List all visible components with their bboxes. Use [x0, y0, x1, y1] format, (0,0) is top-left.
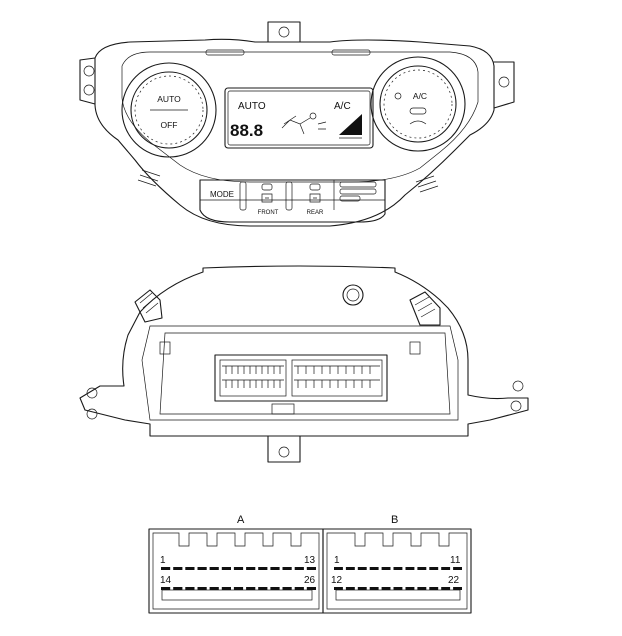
- connector-b-pin-12: 12: [331, 575, 343, 586]
- left-knob-off-label: OFF: [161, 120, 178, 130]
- connector-b-top-pin: [393, 567, 403, 570]
- connector-a-bottom-pin: [185, 587, 195, 590]
- connector-b-bottom-pin: [393, 587, 403, 590]
- connector-a-pin-13: 13: [304, 555, 316, 566]
- button-bar: MODE FRONT REAR: [199, 179, 386, 223]
- rear-view-drawing: [79, 265, 529, 463]
- fan-speed-bars-icon: [339, 114, 362, 139]
- connector-b-top-pin: [441, 567, 451, 570]
- left-knob: AUTO OFF: [121, 62, 217, 158]
- connector-b-bottom-pin: [429, 587, 439, 590]
- connector-b-bottom-pin: [369, 587, 379, 590]
- connector-a-top-pin: [246, 567, 256, 570]
- connector-b-top-pin: [417, 567, 427, 570]
- connector-b-pin-1: 1: [334, 555, 340, 566]
- connector-a-top-pin: [161, 567, 171, 570]
- rear-defrost-label: REAR: [307, 210, 324, 216]
- connector-a-pin-1: 1: [160, 555, 166, 566]
- connector-a-bottom-pin: [246, 587, 256, 590]
- connector-a-bottom-pin: [197, 587, 207, 590]
- connector-b-top-pin: [345, 567, 355, 570]
- connector-b-top-pin: [405, 567, 415, 570]
- connector-b-bottom-pin: [381, 587, 391, 590]
- connector-a-top-pin: [233, 567, 244, 570]
- lcd-display: AUTO A/C 88.8: [224, 87, 374, 149]
- connector-a-top-pin: [258, 567, 268, 570]
- connector-a-top-pin: [306, 567, 316, 570]
- connector-a-bottom-pin: [233, 587, 244, 590]
- fan-level-switch-icon: [339, 181, 377, 202]
- front-defrost-label: FRONT: [258, 210, 279, 216]
- connector-b: 1 11 12 22: [322, 528, 472, 614]
- connector-a-bottom-pin: [258, 587, 268, 590]
- airflow-person-icon: [281, 112, 327, 135]
- connector-a-bottom-pin: [221, 587, 231, 590]
- connector-a-bottom-pin: [270, 587, 280, 590]
- connector-a-bottom-pin: [173, 587, 183, 590]
- connector-a-bottom-pin: [282, 587, 292, 590]
- connector-a-bottom-pin: [161, 587, 171, 590]
- connector-a-label: A: [237, 514, 245, 526]
- connector-b-top-pin: [381, 567, 391, 570]
- connector-b-label: B: [391, 514, 398, 526]
- connector-b-bottom-pin: [441, 587, 451, 590]
- left-knob-auto-label: AUTO: [157, 94, 181, 104]
- display-ac-text: A/C: [334, 101, 351, 112]
- connector-b-bottom-pin: [405, 587, 415, 590]
- connector-a-top-pin: [185, 567, 195, 570]
- connector-a-bottom-pin: [209, 587, 219, 590]
- connector-a-pins: [161, 567, 316, 590]
- connector-b-top-pin: [357, 567, 367, 570]
- connector-a-top-pin: [209, 567, 219, 570]
- connector-a-top-pin: [294, 567, 304, 570]
- connector-b-pins: [334, 567, 462, 590]
- connector-b-top-pin: [369, 567, 379, 570]
- connector-a: 1 13 14 26: [148, 528, 324, 614]
- connector-b-bottom-pin: [417, 587, 427, 590]
- connector-pin-diagram: A B 1 13 14 26 1 11 12 22: [148, 514, 472, 614]
- right-knob-ac-label: A/C: [413, 91, 427, 101]
- connector-b-top-pin: [453, 567, 462, 570]
- connector-b-top-pin: [334, 567, 343, 570]
- rear-connector-block: [214, 354, 388, 402]
- mode-button-label: MODE: [210, 190, 234, 199]
- connector-a-top-pin: [173, 567, 183, 570]
- connector-a-top-pin: [282, 567, 292, 570]
- connector-a-top-pin: [221, 567, 231, 570]
- connector-b-bottom-pin: [345, 587, 355, 590]
- connector-a-top-pin: [197, 567, 207, 570]
- connector-b-top-pin: [429, 567, 439, 570]
- front-panel-drawing: AUTO OFF AUTO A/C 88.8: [79, 21, 515, 227]
- connector-a-pin-26: 26: [304, 575, 316, 586]
- connector-b-pin-22: 22: [448, 575, 460, 586]
- connector-a-bottom-pin: [294, 587, 304, 590]
- display-digits: 88.8: [230, 121, 263, 140]
- connector-b-bottom-pin: [334, 587, 343, 590]
- connector-a-pin-14: 14: [160, 575, 172, 586]
- display-auto-text: AUTO: [238, 101, 266, 112]
- connector-b-bottom-pin: [453, 587, 462, 590]
- connector-a-top-pin: [270, 567, 280, 570]
- right-knob: A/C: [370, 56, 466, 152]
- connector-b-bottom-pin: [357, 587, 367, 590]
- connector-b-pin-11: 11: [450, 555, 461, 566]
- connector-a-bottom-pin: [306, 587, 316, 590]
